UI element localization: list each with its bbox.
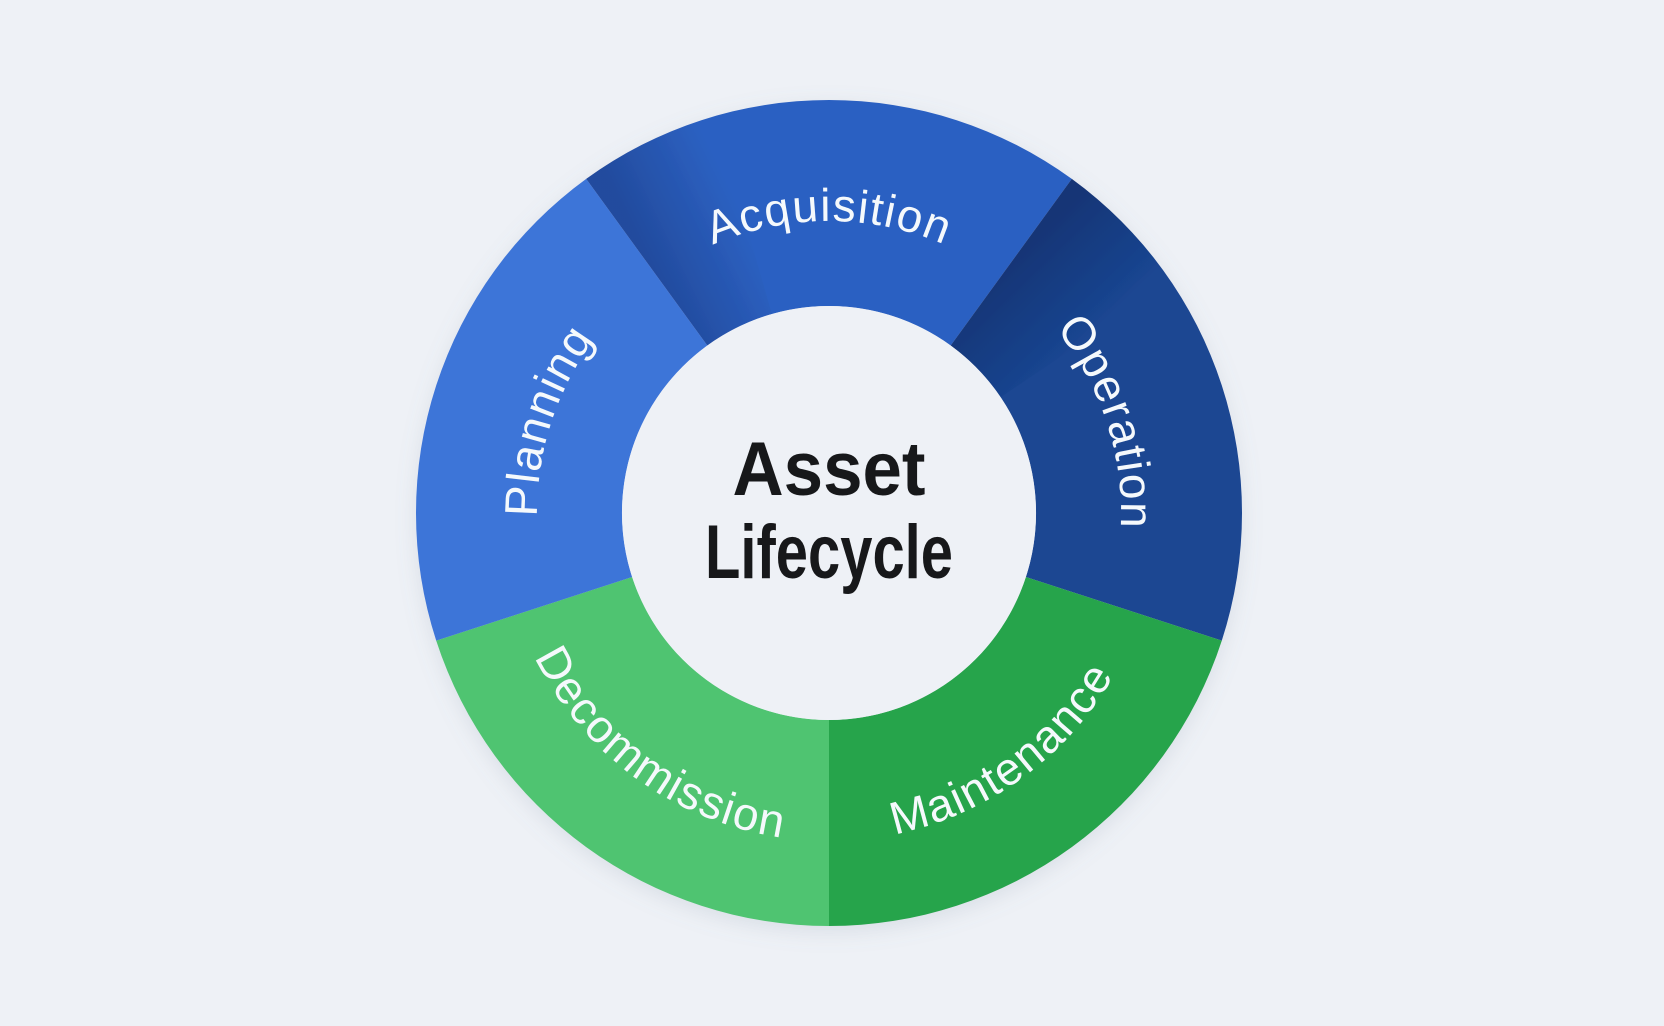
center-title-line1: Asset [733,427,926,512]
center-title-line2: Lifecycle [705,510,953,595]
boundary-shadow-planning-acquisition [586,116,772,346]
segment-maintenance [829,577,1222,926]
center-circle [622,306,1036,720]
segment-decommission [436,577,829,927]
donut-ring [415,99,1243,927]
boundary-shadow-acquisition-operation [950,178,1172,398]
segment-planning [415,178,708,641]
